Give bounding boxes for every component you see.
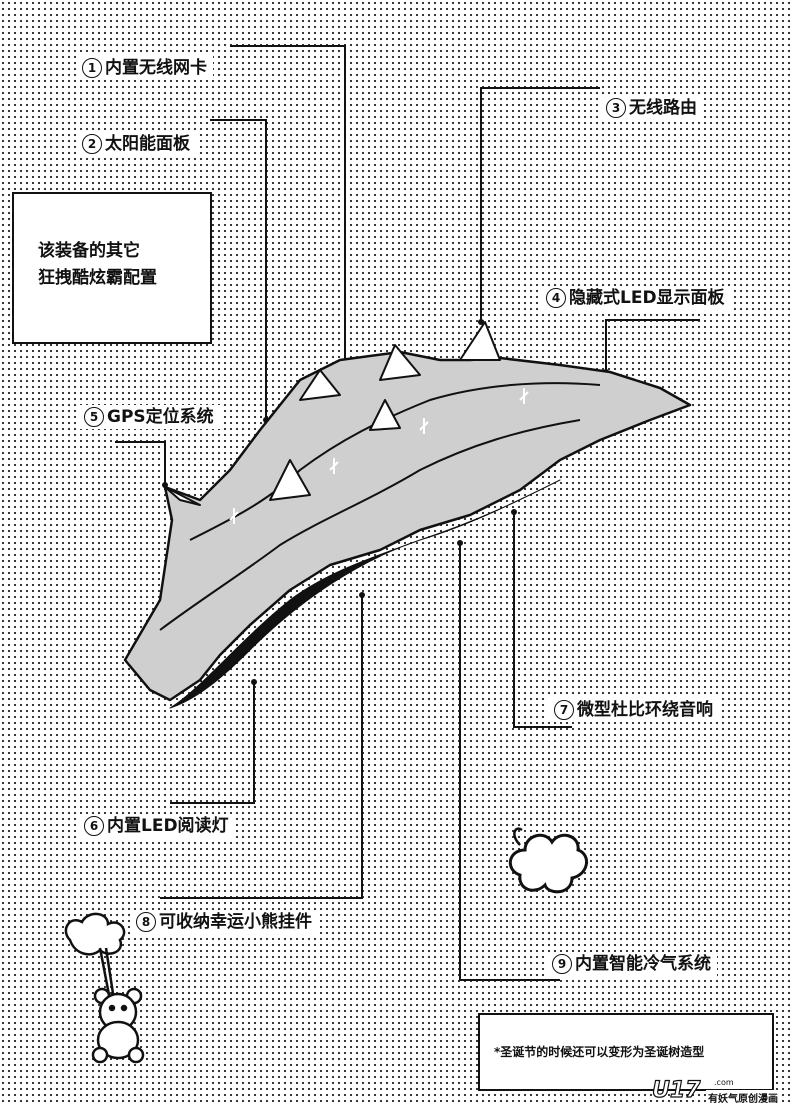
callout-line-6 <box>170 682 255 804</box>
christmas-note-text: *圣诞节的时候还可以变形为圣诞树造型 <box>494 1045 705 1059</box>
christmas-note-box: *圣诞节的时候还可以变形为圣诞树造型 <box>478 1013 774 1091</box>
label-number: 1 <box>82 58 102 78</box>
callout-lines <box>115 45 700 981</box>
u17-logo-slogan: 有妖气原创漫画 <box>706 1090 780 1105</box>
label-text: 隐藏式LED显示面板 <box>569 288 725 308</box>
label-text: 内置智能冷气系统 <box>575 954 711 974</box>
label-text: GPS定位系统 <box>107 407 214 427</box>
callout-line-5 <box>115 441 166 485</box>
other-config-text: 该装备的其它 狂拽酷炫霸配置 <box>38 238 157 292</box>
other-config-box: 该装备的其它 狂拽酷炫霸配置 <box>12 192 212 344</box>
callout-line-8 <box>160 595 363 899</box>
label-number: 7 <box>554 700 574 720</box>
other-config-line-1: 该装备的其它 <box>38 241 140 261</box>
callout-line-4 <box>605 319 700 372</box>
u17-logo: U17 <box>651 1077 701 1103</box>
label-text: 内置LED阅读灯 <box>107 816 229 836</box>
u17-logo-domain: .com <box>714 1078 734 1087</box>
label-number: 2 <box>82 134 102 154</box>
label-text: 内置无线网卡 <box>105 58 207 78</box>
label-number: 4 <box>546 288 566 308</box>
callout-line-3 <box>480 87 600 322</box>
label-number: 8 <box>136 912 156 932</box>
label-number: 9 <box>552 954 572 974</box>
label-number: 6 <box>84 816 104 836</box>
bear-charm <box>64 912 145 1064</box>
label-text: 微型杜比环绕音响 <box>577 700 713 720</box>
label-text: 无线路由 <box>629 98 697 118</box>
label-text: 太阳能面板 <box>105 134 190 154</box>
callout-line-9 <box>459 543 560 981</box>
label-text: 可收纳幸运小熊挂件 <box>159 912 312 932</box>
callout-line-2 <box>210 119 267 420</box>
callout-line-7 <box>513 512 572 728</box>
other-config-line-2: 狂拽酷炫霸配置 <box>38 268 157 288</box>
label-number: 3 <box>606 98 626 118</box>
label-number: 5 <box>84 407 104 427</box>
vehicle-illustration <box>123 321 692 709</box>
callout-line-1 <box>230 45 346 365</box>
cloud-doodle <box>509 827 588 894</box>
